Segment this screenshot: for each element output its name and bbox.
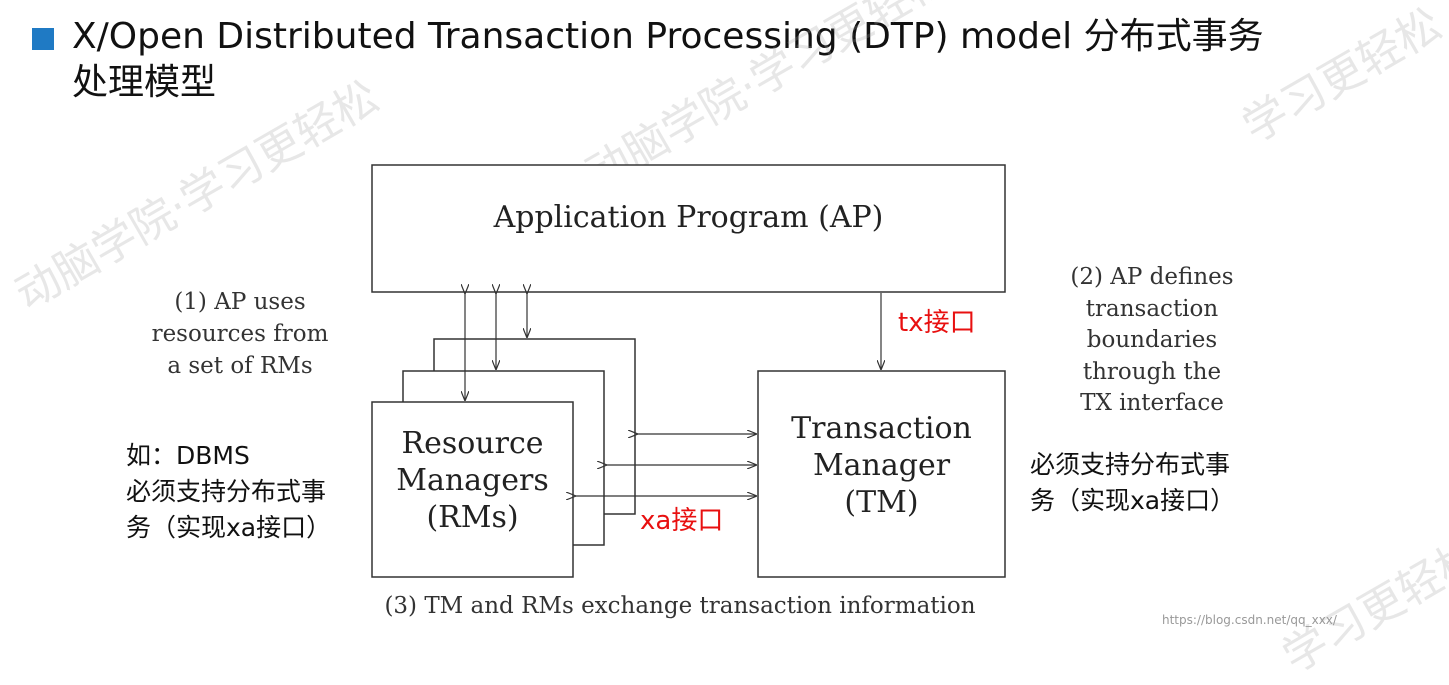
note-line: 务（实现xa接口）: [1030, 486, 1236, 515]
tm-label-line: (TM): [844, 485, 919, 520]
annotation-line: (1) AP uses: [174, 289, 306, 315]
annotation-line: boundaries: [1086, 327, 1218, 353]
tm-box: [757, 370, 1006, 578]
note-line: 如：DBMS: [126, 441, 250, 470]
annotation-line: resources from: [151, 321, 329, 347]
annotation-line: (2) AP defines: [1070, 264, 1234, 290]
annotation-line: a set of RMs: [167, 353, 313, 379]
note-line: 必须支持分布式事: [1030, 450, 1231, 479]
rm-requirement-note: 如：DBMS 必须支持分布式事 务（实现xa接口）: [126, 438, 331, 546]
xa-interface-label: xa接口: [640, 506, 724, 536]
rm-label: Resource Managers (RMs): [372, 425, 573, 536]
ap-box: [371, 164, 1006, 293]
tm-requirement-note: 必须支持分布式事 务（实现xa接口）: [1030, 447, 1235, 519]
title-line2: 处理模型: [72, 62, 217, 103]
title-line1: X/Open Distributed Transaction Processin…: [72, 16, 1264, 57]
rm-label-line: Managers: [396, 463, 549, 498]
tm-label: Transaction Manager (TM): [758, 410, 1005, 521]
tm-label-line: Transaction: [791, 411, 972, 446]
tx-interface-label: tx接口: [898, 308, 976, 338]
note-line: 必须支持分布式事: [126, 477, 327, 506]
dtp-diagram: [371, 164, 1006, 578]
annotation-tm-rm-exchange: (3) TM and RMs exchange transaction info…: [384, 593, 976, 619]
annotation-ap-uses: (1) AP uses resources from a set of RMs: [130, 286, 350, 382]
annotation-line: TX interface: [1080, 390, 1224, 416]
title-bullet-icon: [32, 28, 54, 50]
tm-label-line: Manager: [812, 448, 951, 483]
rm-label-line: Resource: [401, 426, 544, 461]
page-title: X/Open Distributed Transaction Processin…: [72, 14, 1412, 106]
note-line: 务（实现xa接口）: [126, 513, 332, 542]
rm-box-front: [371, 401, 574, 578]
annotation-line: through the: [1082, 358, 1222, 385]
source-url: https://blog.csdn.net/qq_xxx/: [1162, 613, 1337, 627]
ap-label: Application Program (AP): [493, 200, 884, 235]
rm-label-line: (RMs): [426, 500, 519, 535]
annotation-line: transaction: [1085, 295, 1219, 322]
annotation-ap-defines: (2) AP defines transaction boundaries th…: [1040, 262, 1264, 420]
